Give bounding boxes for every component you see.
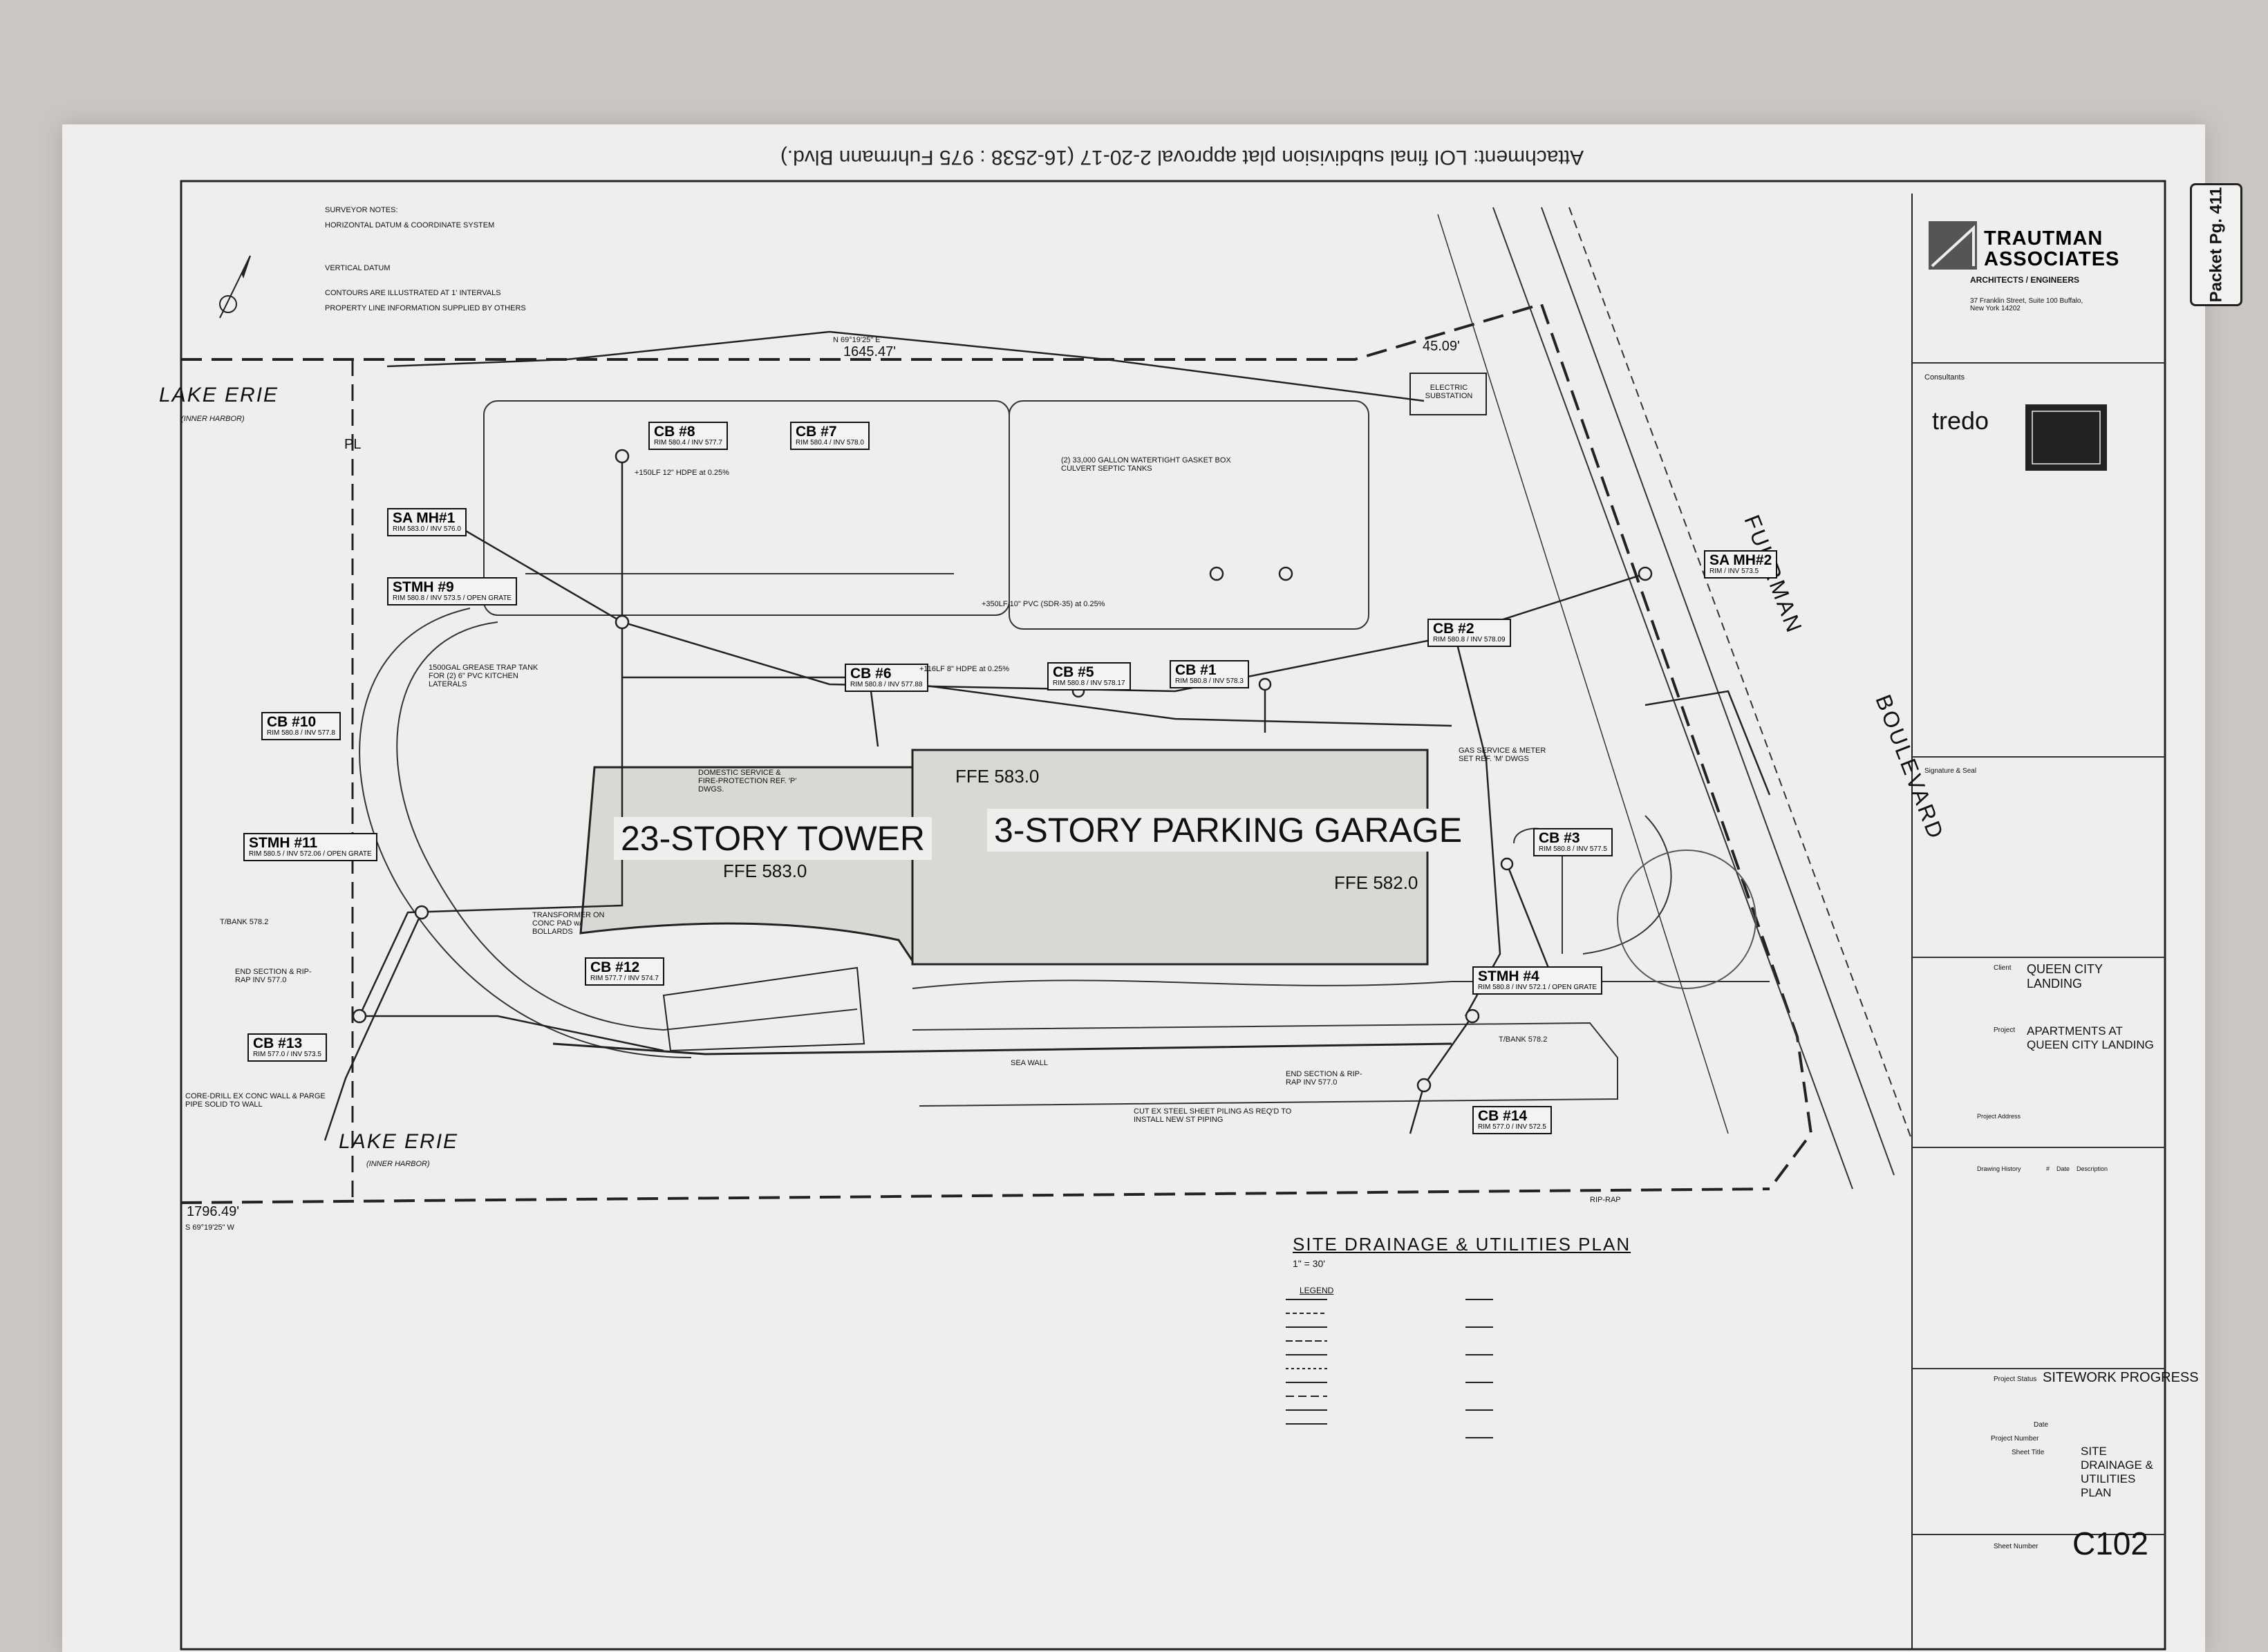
firm-logo-mark [1929, 221, 1977, 270]
road-edge [1541, 207, 1895, 1176]
tbank-right-note: T/BANK 578.2 [1499, 1035, 1548, 1044]
client-name: QUEEN CITY LANDING [2027, 962, 2103, 991]
cut-steel-note: CUT EX STEEL SHEET PILING AS REQ'D TO IN… [1134, 1107, 1292, 1124]
date-label: Date [2034, 1421, 2049, 1429]
pl-label: PL [344, 437, 362, 452]
hdpe-150-note: +150LF 12" HDPE at 0.25% [635, 469, 729, 477]
road-centerline [1568, 207, 1913, 1141]
structure-cb-13: CB #13 RIM 577.0 / INV 573.5 [247, 1033, 327, 1062]
road-edge [1492, 207, 1853, 1190]
legend-title: LEGEND [1300, 1286, 1334, 1295]
electric-substation-label: ELECTRIC SUBSTATION [1425, 384, 1473, 400]
domestic-service-note: DOMESTIC SERVICE & FIRE-PROTECTION REF. … [698, 769, 797, 794]
inner-harbor-label-bottom: (INNER HARBOR) [366, 1160, 430, 1168]
project-address-label: Project Address [1977, 1113, 2021, 1120]
grease-trap-note: 1500GAL GREASE TRAP TANK FOR (2) 6" PVC … [429, 664, 538, 688]
structure-cb-2: CB #2 RIM 580.8 / INV 578.09 [1427, 619, 1511, 647]
north-arrow [219, 255, 251, 319]
structure-cb-10: CB #10 RIM 580.8 / INV 577.8 [261, 712, 341, 740]
firm-tagline: ARCHITECTS / ENGINEERS [1970, 275, 2080, 285]
plan-scale: 1" = 30' [1293, 1258, 1325, 1269]
property-note: PROPERTY LINE INFORMATION SUPPLIED BY OT… [325, 304, 526, 312]
sea-wall-label: SEA WALL [1011, 1059, 1049, 1067]
consultants-label: Consultants [1924, 373, 1965, 382]
contours-note: CONTOURS ARE ILLUSTRATED AT 1' INTERVALS [325, 289, 501, 297]
lake-erie-label-bottom: LAKE ERIE [339, 1130, 459, 1153]
project-label: Project [1994, 1026, 2016, 1034]
garage-footprint [911, 749, 1429, 966]
structure-cb-12: CB #12 RIM 577.7 / INV 574.7 [585, 957, 664, 986]
firm-address: 37 Franklin Street, Suite 100 Buffalo, N… [1970, 297, 2083, 312]
top-distance: 1645.47' [843, 344, 897, 359]
bottom-bearing: S 69°19'25" W [185, 1223, 234, 1232]
sheet-number-label: Sheet Number [1994, 1543, 2039, 1550]
property-line-top [181, 302, 1813, 1190]
rip-rap-label: RIP-RAP [1590, 1196, 1621, 1204]
plan-title: SITE DRAINAGE & UTILITIES PLAN [1293, 1234, 1631, 1255]
tower-label: 23-STORY TOWER [614, 817, 932, 860]
structure-cb-3: CB #3 RIM 580.8 / INV 577.5 [1533, 828, 1613, 856]
drawing-history-columns: # Date Description [2046, 1165, 2108, 1172]
hdpe-116-note: +116LF 8" HDPE at 0.25% [919, 665, 1009, 673]
corner-distance: 45.09' [1423, 339, 1460, 354]
consultant-seal-graphic [2025, 404, 2107, 471]
road-edge [1437, 214, 1729, 1134]
project-number-label: Project Number [1991, 1435, 2039, 1443]
firm-name: TRAUTMAN ASSOCIATES [1984, 227, 2120, 271]
transformer-note: TRANSFORMER ON CONC PAD w/ BOLLARDS [532, 911, 605, 936]
vertical-datum-note: VERTICAL DATUM [325, 264, 391, 272]
structure-cb-5: CB #5 RIM 580.8 / INV 578.17 [1047, 662, 1131, 691]
core-drill-note: CORE-DRILL EX CONC WALL & PARGE PIPE SOL… [185, 1092, 326, 1109]
project-status: SITEWORK PROGRESS [2043, 1370, 2199, 1385]
sheet-number: C102 [2072, 1526, 2148, 1561]
sheet-border [180, 180, 2166, 1651]
tower-ffe: FFE 583.0 [723, 861, 807, 881]
garage-ffe-top: FFE 583.0 [955, 766, 1040, 787]
structure-cb-6: CB #6 RIM 580.8 / INV 577.88 [845, 664, 928, 692]
end-section-left-note: END SECTION & RIP-RAP INV 577.0 [235, 968, 312, 984]
project-status-label: Project Status [1994, 1376, 2037, 1383]
project-name: APARTMENTS AT QUEEN CITY LANDING [2027, 1024, 2154, 1051]
structure-cb-1: CB #1 RIM 580.8 / INV 578.3 [1170, 660, 1249, 688]
structure-sa-mh-2: SA MH#2 RIM / INV 573.5 [1704, 550, 1778, 579]
parking-lot-north [483, 400, 1010, 616]
consultant-name: tredo [1932, 406, 1989, 435]
surveyor-notes-title: SURVEYOR NOTES: [325, 206, 398, 214]
end-section-right-note: END SECTION & RIP-RAP INV 577.0 [1286, 1070, 1362, 1087]
garage-ffe-right: FFE 582.0 [1334, 872, 1418, 893]
structure-cb-14: CB #14 RIM 577.0 / INV 572.5 [1472, 1106, 1552, 1134]
parking-lot-north-east [1009, 400, 1369, 630]
drawing-history-label: Drawing History [1977, 1165, 2021, 1172]
structure-sa-mh-1: SA MH#1 RIM 583.0 / INV 576.0 [387, 508, 467, 536]
structure-stmh-11: STMH #11 RIM 580.5 / INV 572.06 / OPEN G… [243, 833, 377, 861]
structure-stmh-4: STMH #4 RIM 580.8 / INV 572.1 / OPEN GRA… [1472, 966, 1603, 995]
bottom-distance: 1796.49' [187, 1204, 240, 1219]
gas-service-note: GAS SERVICE & METER SET REF. 'M' DWGS [1459, 747, 1546, 763]
property-line-bottom [180, 1188, 1770, 1204]
lake-erie-label-top: LAKE ERIE [159, 384, 279, 406]
sheet-title-label: Sheet Title [2012, 1449, 2045, 1456]
structure-stmh-9: STMH #9 RIM 580.8 / INV 573.5 / OPEN GRA… [387, 577, 518, 606]
structure-cb-7: CB #7 RIM 580.4 / INV 578.0 [790, 422, 870, 450]
top-bearing: N 69°19'25" E [833, 336, 881, 344]
garage-label: 3-STORY PARKING GARAGE [987, 809, 1470, 852]
signature-label: Signature & Seal [1924, 767, 1977, 775]
tbank-left-note: T/BANK 578.2 [220, 918, 269, 926]
structure-cb-8: CB #8 RIM 580.4 / INV 577.7 [648, 422, 728, 450]
sheet-title: SITE DRAINAGE & UTILITIES PLAN [2081, 1445, 2153, 1499]
inner-harbor-label-top: (INNER HARBOR) [181, 415, 245, 423]
client-label: Client [1994, 964, 2012, 972]
watertight-tank-note: (2) 33,000 GALLON WATERTIGHT GASKET BOX … [1061, 456, 1231, 473]
pvc-350-note: +350LF 10" PVC (SDR-35) at 0.25% [982, 600, 1105, 608]
packet-page-tab: Packet Pg. 411 [2190, 183, 2242, 306]
tower-footprint [579, 766, 914, 964]
horizontal-datum-note: HORIZONTAL DATUM & COORDINATE SYSTEM [325, 221, 495, 229]
